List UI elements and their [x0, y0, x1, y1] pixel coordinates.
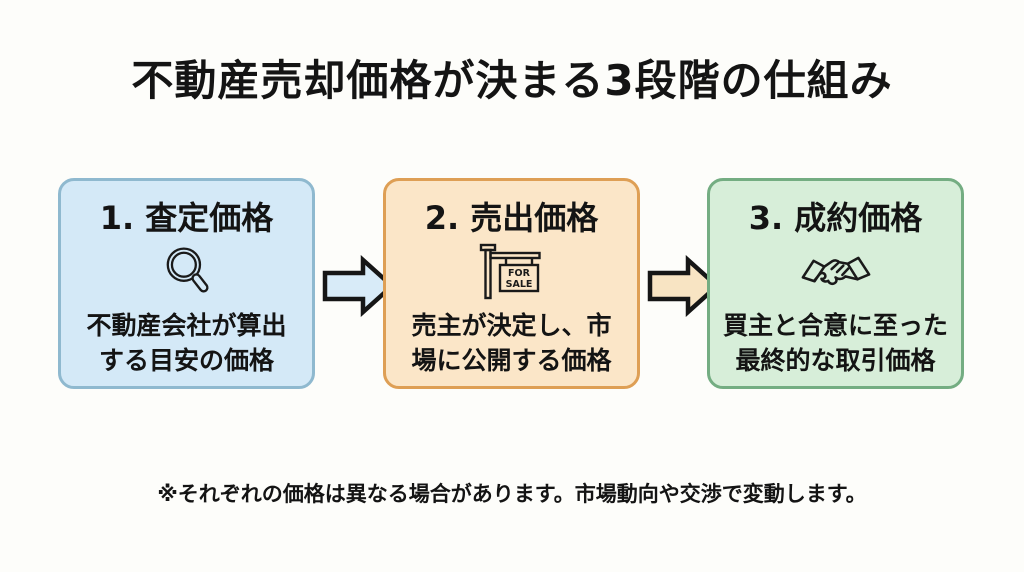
arrow-right-icon [322, 255, 396, 317]
handshake-icon [799, 241, 873, 303]
for-sale-sign-icon: FOR SALE [476, 241, 548, 303]
arrow-right-icon [647, 255, 721, 317]
magnifier-icon [162, 241, 212, 303]
svg-text:SALE: SALE [505, 279, 532, 290]
step-card-contract-price: 3. 成約価格 買主と合意に至った 最終的な取引価格 [707, 178, 964, 389]
step-card-listing-price: 2. 売出価格 FOR SALE 売主が決定し、市 場に公開する価格 [383, 178, 640, 389]
step-description: 買主と合意に至った 最終的な取引価格 [722, 311, 948, 375]
step-card-appraisal-price: 1. 査定価格 不動産会社が算出 する目安の価格 [58, 178, 315, 389]
page-title: 不動産売却価格が決まる3段階の仕組み [131, 56, 893, 105]
svg-text:FOR: FOR [508, 268, 531, 279]
step-description: 売主が決定し、市 場に公開する価格 [411, 311, 612, 375]
step-description: 不動産会社が算出 する目安の価格 [86, 311, 287, 375]
footnote: ※それぞれの価格は異なる場合があります。市場動向や交渉で変動します。 [157, 482, 867, 506]
step-title: 1. 査定価格 [99, 199, 274, 237]
step-title: 2. 売出価格 [424, 199, 599, 237]
step-title: 3. 成約価格 [748, 199, 923, 237]
